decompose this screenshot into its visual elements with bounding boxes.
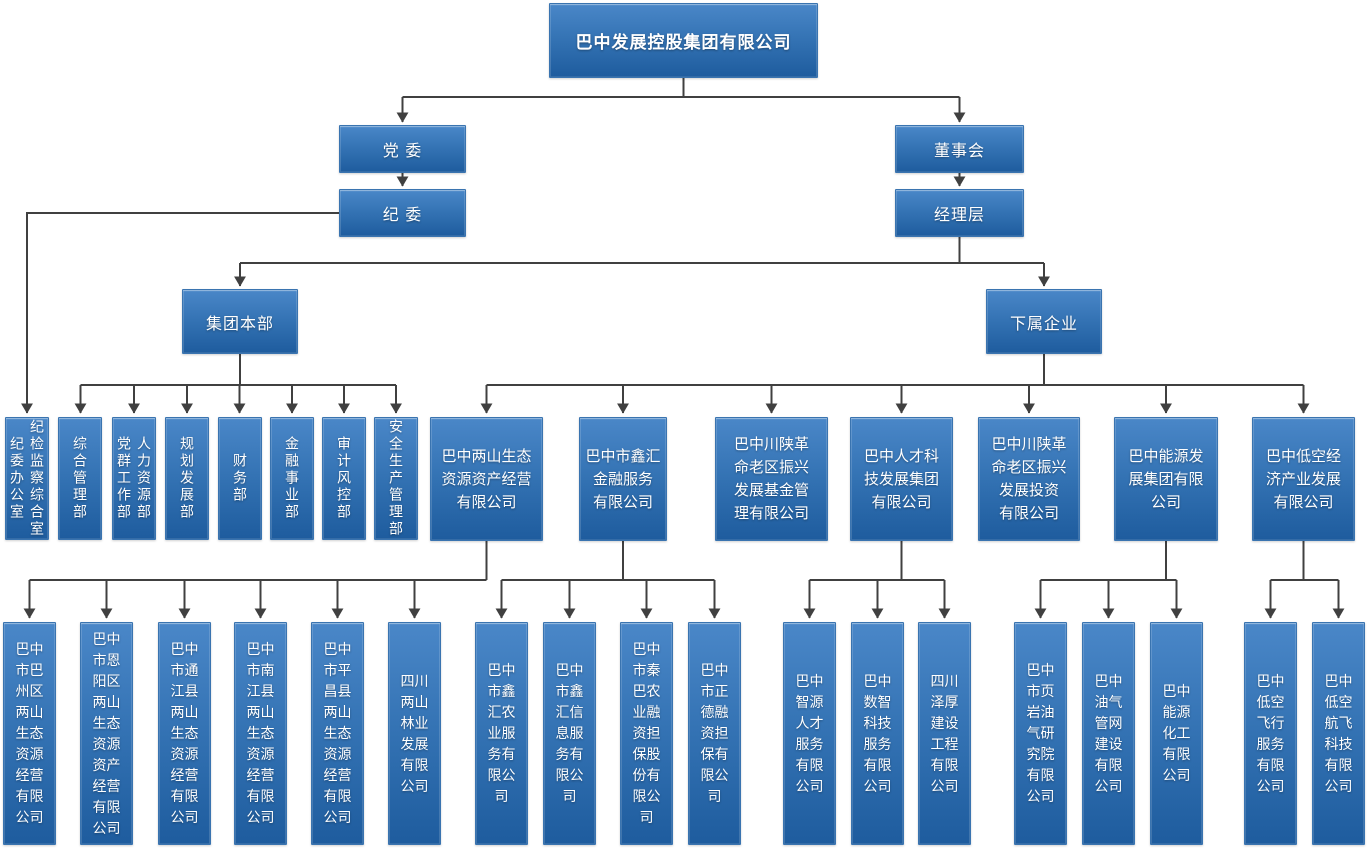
node-label: 巴中低空经 济产业发展 有限公司 [1265, 447, 1341, 511]
node-discipline-office: 纪检监察综合室 纪委办公室 [5, 417, 49, 540]
node-label: 巴中 市鑫 汇农 业服 务有 限公 司 [487, 662, 516, 804]
node-department: 财务部 [218, 417, 262, 540]
node-sub-subsidiary: 巴中 市巴 州区 两山 生态 资源 经营 有限 公司 [3, 622, 56, 845]
node-label: 巴中 市恩 阳区 两山 生态 资源 资产 经营 有限 公司 [92, 630, 121, 836]
node-label: 纪 委 [382, 207, 423, 224]
node-label: 下属企业 [1009, 315, 1078, 333]
node-label: 巴中 能源 化工 有限 公司 [1162, 683, 1191, 783]
node-department: 综合管理部 [58, 417, 102, 540]
node-subsidiary: 巴中川陕革 命老区振兴 发展基金管 理有限公司 [715, 417, 828, 541]
node-department: 安全生产管理部 [374, 417, 418, 540]
node-sub-subsidiary: 巴中 市秦 巴农 业融 资担 保股 份有 限公 司 [620, 622, 673, 845]
node-label: 巴中 市鑫 汇信 息服 务有 限公 司 [555, 662, 584, 804]
node-label: 经理层 [933, 207, 985, 224]
node-subsidiaries: 下属企业 [986, 289, 1102, 354]
node-label: 巴中 市平 昌县 两山 生态 资源 经营 有限 公司 [323, 641, 352, 825]
node-sub-subsidiary: 巴中 数智 科技 服务 有限 公司 [851, 622, 904, 845]
node-department: 金融事业部 [270, 417, 314, 540]
node-label: 党 委 [382, 143, 423, 160]
node-label: 综合管理部 [72, 436, 88, 521]
node-label: 安全生产管理部 [388, 419, 404, 538]
node-sub-subsidiary: 巴中 市鑫 汇信 息服 务有 限公 司 [543, 622, 596, 845]
node-sub-subsidiary: 巴中 智源 人才 服务 有限 公司 [783, 622, 836, 845]
node-sub-subsidiary: 巴中 油气 管网 建设 有限 公司 [1082, 622, 1135, 845]
node-label: 财务部 [232, 453, 248, 504]
node-label: 巴中人才科 技发展集团 有限公司 [863, 447, 939, 511]
node-discipline-committee: 纪 委 [339, 189, 466, 237]
node-label: 纪检监察综合室 纪委办公室 [9, 419, 45, 538]
node-subsidiary: 巴中川陕革 命老区振兴 发展投资 有限公司 [978, 417, 1080, 541]
node-label: 巴中 市秦 巴农 业融 资担 保股 份有 限公 司 [632, 641, 661, 825]
node-subsidiary: 巴中低空经 济产业发展 有限公司 [1252, 417, 1355, 541]
node-label: 集团本部 [205, 315, 274, 333]
node-label: 巴中发展控股集团有限公司 [575, 33, 792, 52]
node-label: 巴中 市巴 州区 两山 生态 资源 经营 有限 公司 [15, 641, 44, 825]
node-label: 金融事业部 [284, 436, 300, 521]
node-subsidiary: 巴中能源发 展集团有限 公司 [1114, 417, 1218, 541]
node-department: 规划发展部 [165, 417, 209, 540]
node-subsidiary: 巴中市鑫汇 金融服务 有限公司 [579, 417, 667, 541]
node-sub-subsidiary: 巴中 市恩 阳区 两山 生态 资源 资产 经营 有限 公司 [80, 622, 133, 845]
node-subsidiary: 巴中人才科 技发展集团 有限公司 [850, 417, 953, 541]
node-party-committee: 党 委 [339, 125, 466, 173]
node-label: 巴中 市通 江县 两山 生态 资源 经营 有限 公司 [170, 641, 199, 825]
node-sub-subsidiary: 巴中 低空 航飞 科技 有限 公司 [1312, 622, 1365, 845]
node-sub-subsidiary: 巴中 市平 昌县 两山 生态 资源 经营 有限 公司 [311, 622, 364, 845]
node-sub-subsidiary: 巴中 能源 化工 有限 公司 [1150, 622, 1203, 845]
node-label: 巴中 低空 航飞 科技 有限 公司 [1324, 672, 1353, 794]
node-department: 人力资源部 党群工作部 [112, 417, 156, 540]
node-department: 审计风控部 [322, 417, 366, 540]
node-sub-subsidiary: 巴中 低空 飞行 服务 有限 公司 [1244, 622, 1297, 845]
node-label: 巴中川陕革 命老区振兴 发展投资 有限公司 [991, 436, 1067, 522]
node-group-root: 巴中发展控股集团有限公司 [549, 3, 818, 78]
node-sub-subsidiary: 四川 两山 林业 发展 有限 公司 [388, 622, 441, 845]
node-label: 巴中 低空 飞行 服务 有限 公司 [1256, 672, 1285, 794]
node-sub-subsidiary: 巴中 市通 江县 两山 生态 资源 经营 有限 公司 [158, 622, 211, 845]
node-management: 经理层 [895, 189, 1024, 237]
node-label: 巴中 市页 岩油 气研 究院 有限 公司 [1026, 662, 1055, 804]
node-hq: 集团本部 [182, 289, 298, 354]
node-label: 四川 两山 林业 发展 有限 公司 [400, 672, 429, 794]
node-label: 审计风控部 [336, 436, 352, 521]
node-subsidiary: 巴中两山生态 资源资产经营 有限公司 [430, 417, 543, 541]
node-label: 巴中两山生态 资源资产经营 有限公司 [441, 447, 532, 511]
node-label: 规划发展部 [179, 436, 195, 521]
node-label: 巴中 智源 人才 服务 有限 公司 [795, 672, 824, 794]
node-label: 巴中 市正 德融 资担 保有 限公 司 [700, 662, 729, 804]
connector-segments [21, 78, 1345, 619]
node-sub-subsidiary: 巴中 市南 江县 两山 生态 资源 经营 有限 公司 [234, 622, 287, 845]
node-label: 巴中市鑫汇 金融服务 有限公司 [585, 447, 661, 511]
node-label: 巴中川陕革 命老区振兴 发展基金管 理有限公司 [733, 436, 809, 522]
node-label: 巴中 数智 科技 服务 有限 公司 [863, 672, 892, 794]
node-label: 巴中能源发 展集团有限 公司 [1128, 447, 1204, 511]
node-sub-subsidiary: 巴中 市正 德融 资担 保有 限公 司 [688, 622, 741, 845]
node-label: 人力资源部 党群工作部 [116, 436, 152, 521]
node-label: 巴中 市南 江县 两山 生态 资源 经营 有限 公司 [246, 641, 275, 825]
node-sub-subsidiary: 巴中 市鑫 汇农 业服 务有 限公 司 [475, 622, 528, 845]
node-label: 四川 泽厚 建设 工程 有限 公司 [930, 672, 959, 794]
node-board: 董事会 [895, 125, 1024, 173]
node-sub-subsidiary: 四川 泽厚 建设 工程 有限 公司 [918, 622, 971, 845]
node-sub-subsidiary: 巴中 市页 岩油 气研 究院 有限 公司 [1014, 622, 1067, 845]
node-label: 董事会 [933, 143, 985, 160]
node-label: 巴中 油气 管网 建设 有限 公司 [1094, 672, 1123, 794]
